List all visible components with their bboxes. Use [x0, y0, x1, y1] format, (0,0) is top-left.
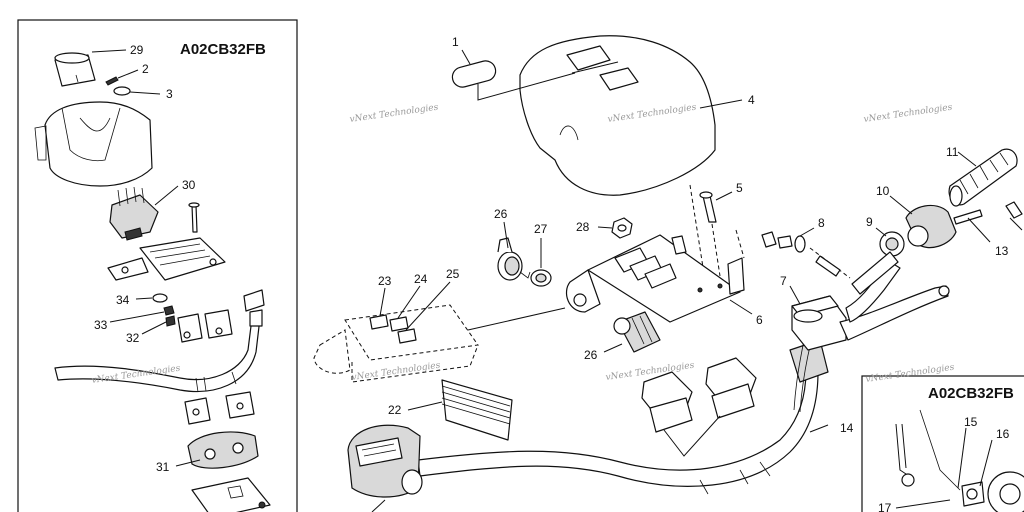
callout-24: 24	[414, 272, 428, 286]
callout-33: 33	[94, 318, 108, 332]
callout-8: 8	[818, 216, 825, 230]
right-inset-code: A02CB32FB	[928, 385, 1014, 402]
part-18-clamps	[641, 357, 757, 433]
switch-bracket	[107, 237, 226, 281]
callout-7: 7	[780, 274, 787, 288]
callout-25: 25	[446, 267, 460, 281]
callout-1: 1	[452, 35, 459, 49]
callout-27: 27	[534, 222, 548, 236]
part-5-bolt	[702, 195, 717, 223]
callout-10: 10	[876, 184, 890, 198]
dashed-switch-plate	[313, 304, 479, 383]
callout-31: 31	[156, 460, 170, 474]
right-inset-assembly	[895, 409, 1024, 512]
svg-text:vNext Technologies: vNext Technologies	[863, 103, 953, 125]
left-handlebar	[54, 289, 265, 393]
callout-13: 13	[995, 244, 1009, 258]
callout-30: 30	[182, 178, 196, 192]
callout-9: 9	[866, 215, 873, 229]
mount-plate	[191, 477, 271, 512]
callout-34: 34	[116, 293, 130, 307]
part-33-nut	[163, 305, 175, 316]
callout-15: 15	[964, 415, 978, 429]
callout-29: 29	[130, 43, 144, 57]
part-34-washer	[152, 293, 168, 303]
callout-11: 11	[946, 145, 959, 159]
left-inset-frame	[17, 19, 298, 512]
part-22-ribbon-cable	[441, 379, 513, 441]
part-32-nut	[165, 315, 176, 327]
left-inset-code: A02CB32FB	[180, 41, 266, 58]
left-switch-housing	[347, 424, 423, 512]
part-10-throttle-housing	[905, 204, 957, 249]
part-14-handlebar	[417, 329, 829, 495]
part-2-screw	[105, 76, 119, 86]
brake-lever	[839, 261, 950, 341]
upper-clamps	[177, 309, 233, 343]
throttle-tube	[851, 251, 899, 295]
svg-text:vNext Technologies: vNext Technologies	[349, 103, 439, 125]
part-4-handlebar-cover	[519, 35, 716, 196]
callout-28: 28	[576, 220, 590, 234]
part-8-adjuster	[761, 231, 851, 279]
part-31-clamp-base	[187, 431, 259, 469]
callout-32: 32	[126, 331, 140, 345]
part-13-screw	[953, 209, 983, 225]
bolt	[191, 204, 198, 233]
callout-2: 2	[142, 62, 149, 76]
part-29-cap	[54, 52, 96, 87]
part-26-connector-upper	[497, 237, 531, 281]
callout-3: 3	[166, 87, 173, 101]
part-26-connector-lower	[613, 311, 661, 353]
callout-4: 4	[748, 93, 755, 107]
part-1-decal	[451, 60, 497, 88]
callout-22: 22	[388, 403, 402, 417]
callout-23: 23	[378, 274, 392, 288]
callout-26a: 26	[494, 207, 508, 221]
svg-text:vNext Technologies: vNext Technologies	[351, 361, 441, 383]
part-7-master-cylinder	[791, 295, 847, 351]
callout-5: 5	[736, 181, 743, 195]
handlebar-cover-housing	[34, 101, 153, 187]
part-12	[1005, 201, 1023, 219]
callout-26b: 26	[584, 348, 598, 362]
part-3-washer	[113, 86, 131, 96]
part-30-switch	[109, 186, 159, 241]
callout-14: 14	[840, 421, 854, 435]
part-6-bracket	[565, 234, 745, 323]
lower-clamps	[184, 391, 255, 425]
part-11-grip	[948, 148, 1018, 207]
callout-16: 16	[996, 427, 1010, 441]
callout-6: 6	[756, 313, 763, 327]
callout-17: 17	[878, 501, 892, 512]
